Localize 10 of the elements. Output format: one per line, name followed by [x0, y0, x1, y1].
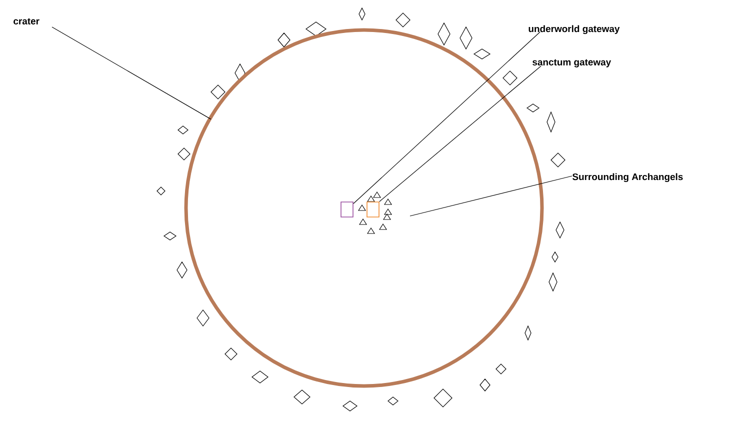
label-text: crater: [14, 18, 40, 24]
label-text: underworld gateway: [528, 25, 620, 34]
leader-line: [379, 66, 542, 202]
label-text: Surrounding Archangels: [572, 173, 683, 182]
gateway-box: [366, 202, 380, 218]
gateway-box: [340, 202, 354, 218]
leader-line: [410, 176, 572, 216]
leader-line: [353, 32, 540, 204]
label-text: sanctum gateway: [532, 59, 612, 68]
leader-line: [52, 26, 212, 120]
